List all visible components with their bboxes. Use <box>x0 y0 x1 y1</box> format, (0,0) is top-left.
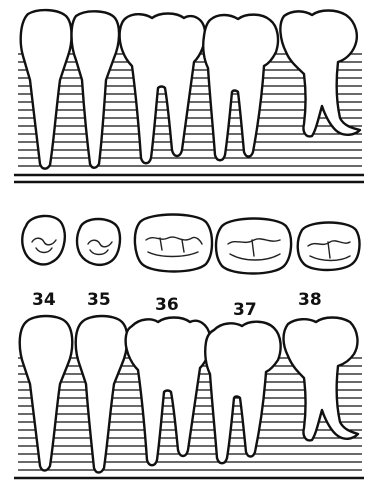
tooth-number-35: 35 <box>87 290 111 310</box>
tooth-number-34: 34 <box>32 290 56 310</box>
occlusal-view-37 <box>216 219 291 274</box>
tooth-number-37: 37 <box>233 300 257 320</box>
tooth-36 <box>126 318 211 466</box>
occlusal-view-36 <box>135 215 212 272</box>
bottom-tooth-row <box>20 316 358 473</box>
tooth-34 <box>20 316 73 471</box>
top-tooth-row <box>21 10 360 169</box>
tooth-number-38: 38 <box>298 290 322 310</box>
tooth-35 <box>76 316 128 473</box>
top-molar-1 <box>120 14 205 164</box>
tooth-number-row: 34 35 36 37 38 <box>32 290 322 320</box>
top-premolar-2 <box>72 11 120 167</box>
top-molar-2 <box>203 15 278 161</box>
tooth-37 <box>205 322 280 464</box>
tooth-number-36: 36 <box>155 295 179 315</box>
top-premolar-1 <box>21 10 72 169</box>
occlusal-row <box>22 215 359 274</box>
